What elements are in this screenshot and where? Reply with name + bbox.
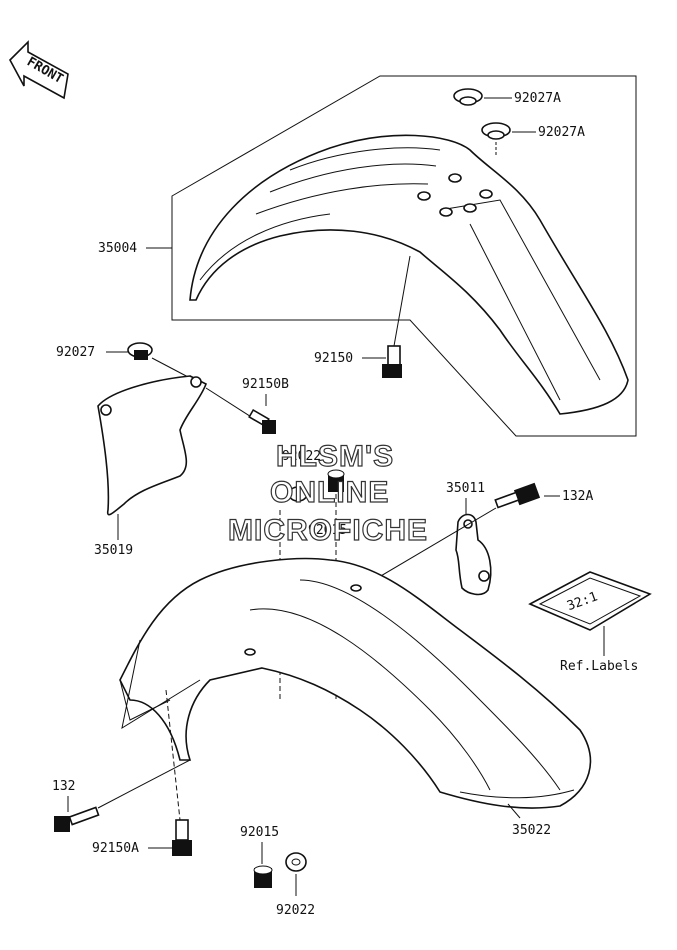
grommet-icon — [481, 122, 511, 140]
watermark: HLSM'S ONLINE MICROFICHE — [227, 439, 428, 547]
label-92027A-1: 92027A — [514, 91, 561, 106]
bolt-icon — [494, 482, 541, 509]
label-92015-bot: 92015 — [240, 825, 279, 840]
nut-icon — [253, 865, 273, 888]
rear-fender-shape — [119, 557, 592, 809]
label-132: 132 — [52, 779, 75, 794]
label-132A: 132A — [562, 489, 593, 504]
bolt-icon — [172, 819, 192, 856]
label-92022-top: 92022 — [282, 449, 321, 464]
washer-icon — [285, 852, 307, 872]
front-arrow-icon: FRONT — [9, 40, 69, 100]
watermark-line1: HLSM'S — [276, 440, 394, 473]
washer-icon — [288, 486, 308, 502]
label-92150B: 92150B — [242, 377, 289, 392]
bolt-icon — [382, 345, 402, 378]
bolt-icon — [54, 806, 100, 832]
label-92150: 92150 — [314, 351, 353, 366]
grommet-icon — [453, 88, 483, 106]
group-outline — [171, 75, 637, 437]
label-92150A: 92150A — [92, 841, 139, 856]
ref-label-plate: 32:1 — [528, 571, 652, 631]
nut-icon — [327, 469, 345, 492]
front-fender-shape — [189, 134, 629, 415]
bracket-35019-shape — [97, 375, 208, 516]
label-92027: 92027 — [56, 345, 95, 360]
label-92027A-2: 92027A — [538, 125, 585, 140]
watermark-line2: ONLINE — [270, 476, 389, 509]
grommet-icon — [127, 342, 153, 360]
label-35011: 35011 — [446, 481, 485, 496]
label-35019: 35019 — [94, 543, 133, 558]
label-92015-mid: 92015 — [308, 523, 347, 538]
bolt-icon — [248, 408, 276, 434]
label-ref-labels: Ref.Labels — [560, 659, 638, 674]
label-92022-bot: 92022 — [276, 903, 315, 918]
bracket-35011-shape — [455, 513, 492, 596]
watermark-line3: MICROFICHE — [228, 514, 428, 547]
label-35022: 35022 — [512, 823, 551, 838]
label-35004: 35004 — [98, 241, 137, 256]
